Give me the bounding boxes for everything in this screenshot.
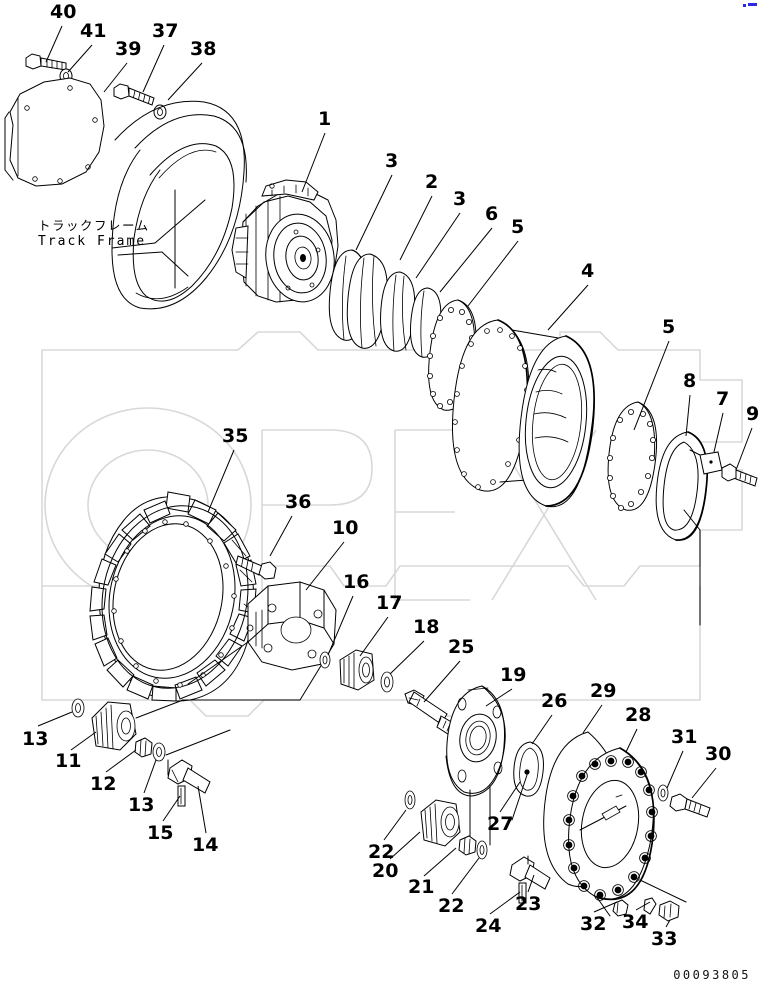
callout-number-14: 14 [192,834,219,856]
flange-19 [445,685,506,846]
travel-motor-1 [231,179,339,303]
callout-number-4: 4 [581,260,595,282]
lever-14 [167,759,211,794]
callout-number-16: 16 [343,571,370,593]
bolt-40 [25,53,67,71]
track-frame-label-en: Track Frame [38,233,147,249]
small-parts-row [319,649,456,737]
callout-number-22b: 22 [438,895,465,917]
callout-number-28: 28 [625,704,652,726]
callout-number-24: 24 [475,915,502,937]
callout-number-32: 32 [580,913,607,935]
callout-number-11: 11 [55,750,82,772]
callout-number-34: 34 [622,911,649,933]
gear-11 [91,699,184,751]
brake-disc-28 [563,747,687,917]
gear-17 [339,649,375,691]
callout-number-20: 20 [372,860,399,882]
callout-number-38: 38 [190,38,217,60]
nut-33 [658,900,680,922]
callout-number-29: 29 [590,680,617,702]
callout-number-31: 31 [671,726,698,748]
drawing-number: 00093805 [673,968,751,982]
floating-seal-8 [655,431,709,541]
left-small-parts [71,698,231,807]
callout-number-7: 7 [716,388,730,410]
drum-hub-4 [451,319,595,508]
callout-number-1: 1 [318,108,332,130]
lever-23 [509,855,551,890]
snap-ring-26 [513,741,544,797]
callout-number-37: 37 [152,20,179,42]
leader-lines [37,25,753,928]
callout-number-6: 6 [485,203,499,225]
callout-number-40: 40 [50,1,77,23]
callout-number-36: 36 [285,491,312,513]
callout-number-21: 21 [408,876,435,898]
bolt-32 [612,899,629,917]
callout-number-22a: 22 [368,841,395,863]
callout-number-35: 35 [222,425,249,447]
callout-number-41: 41 [80,20,107,42]
cover-plate-assembly [4,53,167,187]
callout-number-25: 25 [448,636,475,658]
track-frame-label: トラックフレーム Track Frame [38,218,150,250]
callout-number-13b: 13 [128,794,155,816]
gear-20 [420,799,461,847]
pin-27 [511,769,530,821]
callout-number-27: 27 [487,813,514,835]
bracket-7-bolt-9 [683,449,758,626]
track-frame-outline [111,100,247,310]
shaft-25 [404,689,456,737]
callout-number-10: 10 [332,517,359,539]
callout-number-33: 33 [651,928,678,950]
callout-number-2: 2 [425,171,439,193]
center-bottom-parts [404,790,551,904]
bearing-5-second [607,401,658,511]
hub-block-10 [181,581,337,701]
callout-number-5b: 5 [662,316,676,338]
callout-number-26: 26 [541,690,568,712]
callout-number-19: 19 [500,664,527,686]
callout-number-23: 23 [515,893,542,915]
callout-number-39: 39 [115,38,142,60]
track-frame-label-jp: トラックフレーム [38,218,150,233]
cover-plate-39 [4,77,105,187]
sprocket-35 [89,491,257,702]
callout-number-12: 12 [90,773,117,795]
callout-number-13a: 13 [22,728,49,750]
washer-31-bolt-30 [657,784,711,818]
callout-number-5a: 5 [511,216,525,238]
washer-38 [153,104,167,120]
pin-34 [643,897,657,915]
callout-number-18: 18 [413,616,440,638]
callout-number-9: 9 [746,403,760,425]
bolt-37 [113,83,155,106]
callout-number-15: 15 [147,822,174,844]
callout-number-3a: 3 [385,150,399,172]
bolts-32-34-33 [612,897,680,922]
callout-number-17: 17 [376,592,403,614]
callout-number-30: 30 [705,743,732,765]
callout-number-3b: 3 [453,188,467,210]
callout-number-8: 8 [683,370,697,392]
corner-mark-icon [743,3,757,8]
bolt-36 [235,555,277,580]
